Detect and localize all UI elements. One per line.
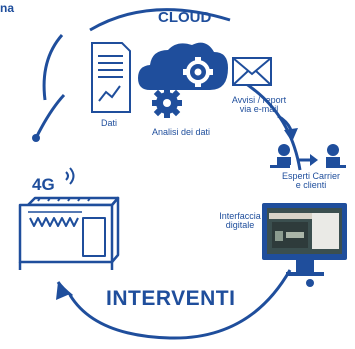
avvisi-label-line2: via e-mail [239,104,279,115]
gear-icon-large [183,57,213,87]
cloud-icon [138,42,228,90]
arrow-interventi-head [56,282,70,300]
dati-label: Dati [101,118,118,128]
gear-icon-small [152,88,182,118]
document-chart-icon [91,42,131,113]
chiller-unit-icon [18,196,120,270]
arc-left-lower [34,93,66,139]
esperti-label: Esperti Carrier e clienti [274,171,348,191]
arc-right [239,78,302,171]
person-icon-right [326,144,346,168]
esperti-label-line1: Esperti Carrier [281,171,340,181]
cloud-title: CLOUD [158,9,212,26]
arc-bottom [68,269,292,340]
esperti-label-line2: e clienti [295,180,327,191]
arc-left-upper [42,34,64,101]
interfaccia-label-line1: Interfaccia [219,211,261,221]
avvisi-label-line1: Avvisi / report [231,95,287,105]
person-icon-left [270,144,291,168]
signal-icon [65,167,75,185]
monitor-icon [262,203,347,276]
cropped-label-fragment: na [0,1,15,15]
arrow-right-icon [297,154,318,166]
analisi-label: Analisi dei dati [152,127,211,137]
arc-top [89,8,231,32]
envelope-icon [232,57,272,86]
arc-bottom-left-end [56,281,73,298]
avvisi-label: Avvisi / report via e-mail [228,95,290,115]
interfaccia-label: Interfaccia digitale [217,211,263,231]
network-label: 4G [32,175,55,194]
interfaccia-label-line2: digitale [225,220,255,231]
arc-dot-bottom [306,279,314,287]
interventi-label: INTERVENTI [106,287,236,310]
